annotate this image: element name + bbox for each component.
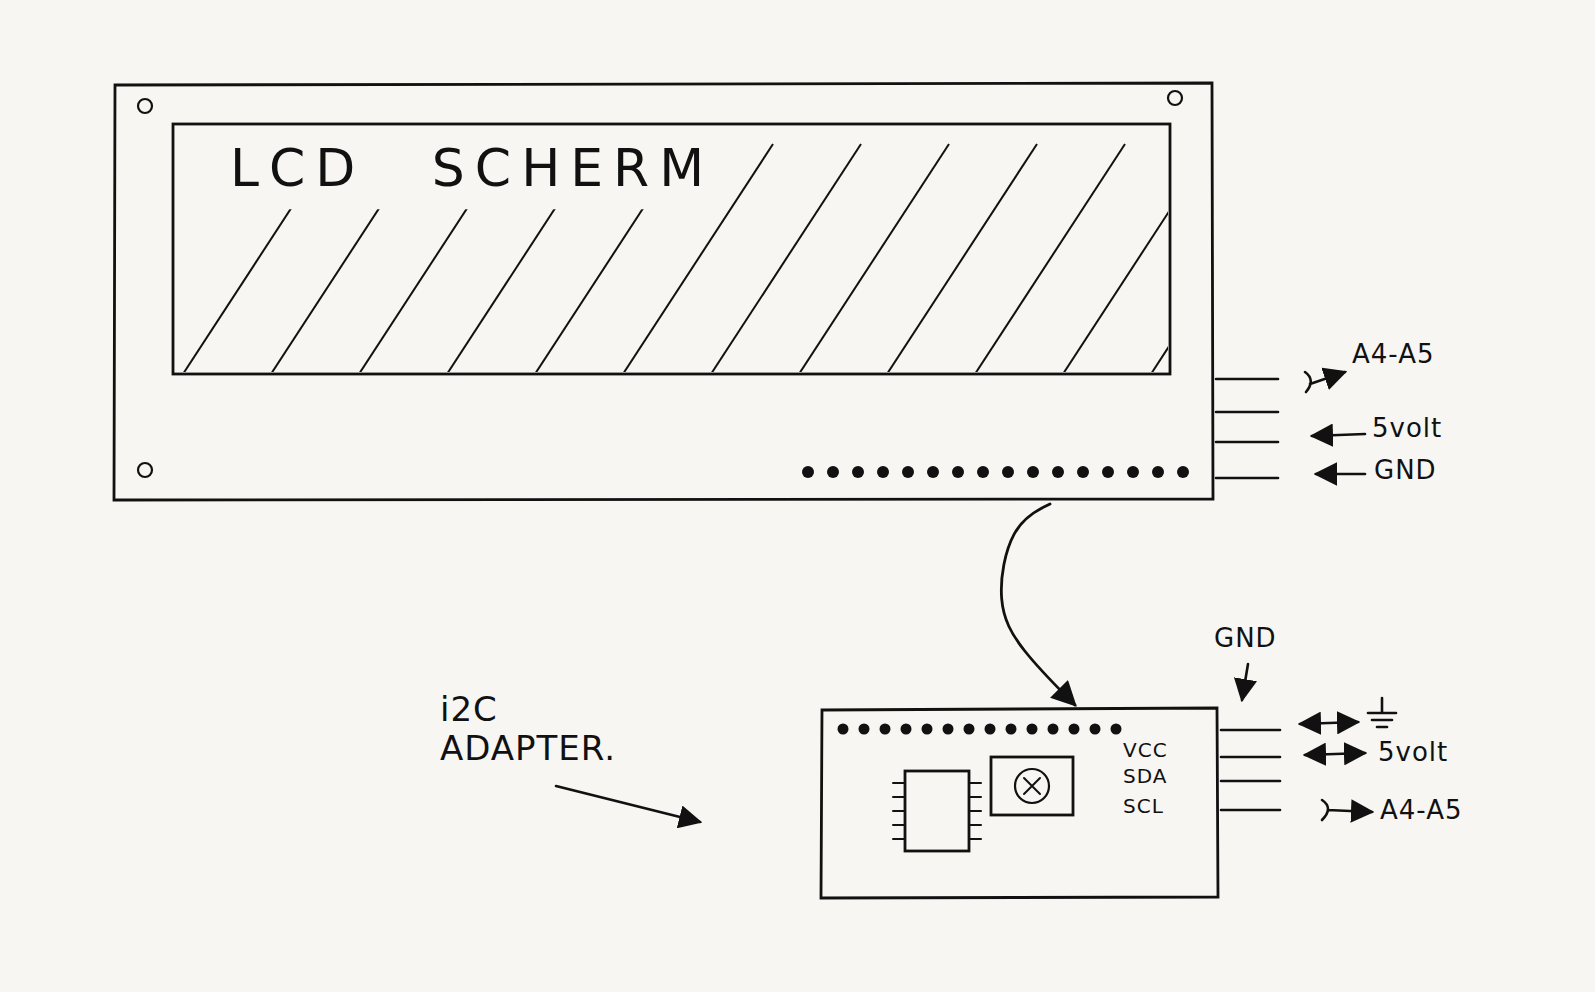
header-pin — [1006, 724, 1017, 735]
voltage-label: 5volt — [1378, 738, 1448, 768]
header-pin — [964, 724, 975, 735]
wire — [1221, 729, 1280, 732]
leader-arrow — [556, 786, 700, 822]
header-pin — [859, 724, 870, 735]
wire — [1221, 809, 1280, 812]
header-pin — [880, 724, 891, 735]
header-pin — [1177, 466, 1189, 478]
hatch-line — [1063, 144, 1213, 374]
signal-arrow — [1322, 800, 1372, 820]
header-pin — [1152, 466, 1164, 478]
hatch-line — [711, 144, 861, 374]
ground-label: GND — [1214, 624, 1277, 654]
signal-arrow — [1305, 372, 1345, 392]
wire — [1216, 378, 1278, 381]
header-pin — [1111, 724, 1122, 735]
screen-outline — [173, 124, 1170, 374]
ic-chip — [905, 771, 969, 851]
signal-label: A4-A5 — [1380, 796, 1462, 826]
ground-symbol — [1368, 698, 1396, 727]
pin-label: VCC — [1123, 739, 1168, 761]
header-pin — [977, 466, 989, 478]
header-pin — [1127, 466, 1139, 478]
header-pin — [1027, 466, 1039, 478]
signal-label: A4-A5 — [1352, 340, 1434, 370]
voltage-label: 5volt — [1372, 414, 1442, 444]
ground-arrow — [1300, 722, 1358, 724]
board-outline — [114, 83, 1213, 500]
potentiometer — [991, 757, 1073, 815]
header-pin — [877, 466, 889, 478]
header-pin — [1102, 466, 1114, 478]
mounting-hole — [138, 99, 152, 113]
wire — [1221, 780, 1280, 783]
i2c-adapter-board: VCC SDA SCL — [819, 707, 1220, 900]
curved-arrow — [1001, 504, 1075, 705]
header-pin — [1090, 724, 1101, 735]
header-pin — [985, 724, 996, 735]
header-pin — [1052, 466, 1064, 478]
header-pin — [852, 466, 864, 478]
hatch-line — [887, 144, 1037, 374]
header-pin — [802, 466, 814, 478]
header-pin — [838, 724, 849, 735]
wire — [1216, 477, 1278, 480]
header-pin — [1002, 466, 1014, 478]
header-pin — [1048, 724, 1059, 735]
hatch-line — [975, 144, 1125, 374]
wire — [1221, 756, 1280, 759]
potentiometer-knob — [1015, 769, 1049, 803]
header-pin — [1027, 724, 1038, 735]
ground-label: GND — [1374, 456, 1437, 486]
wire — [1216, 441, 1278, 444]
connector-layer — [1001, 504, 1075, 705]
ground-arrow — [1316, 473, 1365, 476]
header-pin — [922, 724, 933, 735]
header-pin — [943, 724, 954, 735]
lcd-board: LCD SCHERM — [112, 82, 1215, 502]
header-pin — [901, 724, 912, 735]
header-pin — [952, 466, 964, 478]
header-pin — [902, 466, 914, 478]
part-name: i2C ADAPTER. — [440, 690, 670, 768]
header-pin — [927, 466, 939, 478]
header-pin — [827, 466, 839, 478]
power-arrow — [1305, 753, 1365, 755]
board-outline — [821, 708, 1218, 898]
hatch-line — [1151, 144, 1301, 374]
pin-label: SDA — [1123, 765, 1167, 787]
header-pin — [1077, 466, 1089, 478]
ground-pointer — [1242, 664, 1248, 700]
hatch-line — [1327, 144, 1477, 374]
hatch-line — [799, 144, 949, 374]
pin-label: SCL — [1123, 795, 1164, 817]
mounting-hole — [138, 463, 152, 477]
wire — [1216, 411, 1278, 414]
power-arrow — [1312, 434, 1365, 436]
mounting-hole — [1168, 91, 1182, 105]
screen-title: LCD SCHERM — [230, 140, 714, 197]
header-pin — [1069, 724, 1080, 735]
